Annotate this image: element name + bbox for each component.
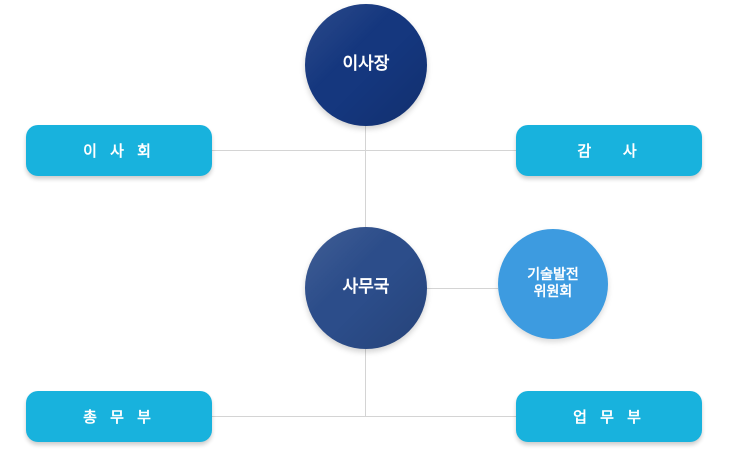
secretariat-label: 사무국: [342, 277, 390, 298]
audit-label: 감 사: [577, 142, 641, 160]
connector-committee: [427, 288, 498, 289]
board-label: 이 사 회: [83, 142, 155, 160]
committee-node: 기술발전 위원회: [498, 229, 608, 339]
committee-label: 기술발전 위원회: [527, 267, 579, 302]
chairman-label: 이사장: [342, 54, 390, 75]
general-affairs-label: 총 무 부: [83, 408, 155, 426]
committee-label-line1: 기술발전: [527, 266, 579, 283]
connector-horizontal-top: [212, 150, 516, 151]
business-affairs-node: 업 무 부: [516, 391, 702, 442]
chairman-facet: [305, 4, 427, 126]
general-affairs-node: 총 무 부: [26, 391, 212, 442]
business-affairs-label: 업 무 부: [573, 408, 645, 426]
connector-vertical-bottom: [365, 349, 366, 417]
secretariat-node: 사무국: [305, 227, 427, 349]
audit-node: 감 사: [516, 125, 702, 176]
committee-label-line2: 위원회: [533, 284, 573, 300]
board-node: 이 사 회: [26, 125, 212, 176]
chairman-node: 이사장: [305, 4, 427, 126]
secretariat-facet: [305, 227, 427, 349]
connector-vertical-top: [365, 126, 366, 227]
connector-horizontal-bottom: [212, 416, 516, 417]
